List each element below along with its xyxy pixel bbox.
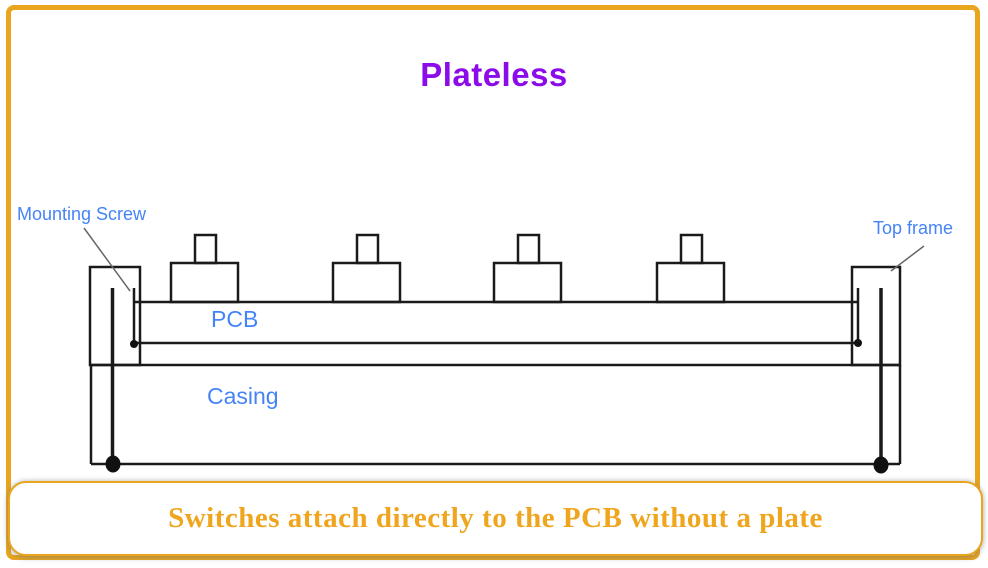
mounting-screw-leader-line bbox=[83, 227, 131, 292]
top-frame-leader-line bbox=[890, 245, 925, 272]
switch-3-stem bbox=[516, 233, 541, 265]
mounting-screw-label: Mounting Screw bbox=[17, 204, 147, 224]
top-frame-right-block bbox=[850, 265, 902, 367]
foot-left bbox=[105, 455, 121, 473]
switch-4-body bbox=[655, 261, 726, 304]
page-title: Plateless bbox=[420, 56, 568, 93]
switch-1 bbox=[169, 233, 240, 304]
foot-right bbox=[873, 456, 889, 474]
switch-3-body bbox=[492, 261, 563, 304]
casing-label: Casing bbox=[207, 383, 279, 409]
caption-banner: Switches attach directly to the PCB with… bbox=[8, 481, 983, 556]
switch-3 bbox=[492, 233, 563, 304]
casing-outline bbox=[89, 363, 902, 466]
switch-1-body bbox=[169, 261, 240, 304]
switch-2 bbox=[331, 233, 402, 304]
pcb-left-pivot-dot bbox=[130, 340, 138, 348]
switch-4-stem bbox=[679, 233, 704, 265]
pcb-label: PCB bbox=[211, 306, 259, 332]
top-frame-label: Top frame bbox=[873, 218, 954, 238]
switch-4 bbox=[655, 233, 726, 304]
top-frame-left-block bbox=[88, 265, 142, 367]
caption-text: Switches attach directly to the PCB with… bbox=[168, 502, 823, 534]
pcb-right-pivot-dot bbox=[854, 339, 862, 347]
switch-2-body bbox=[331, 261, 402, 304]
switch-2-stem bbox=[355, 233, 380, 265]
switch-1-stem bbox=[193, 233, 218, 265]
